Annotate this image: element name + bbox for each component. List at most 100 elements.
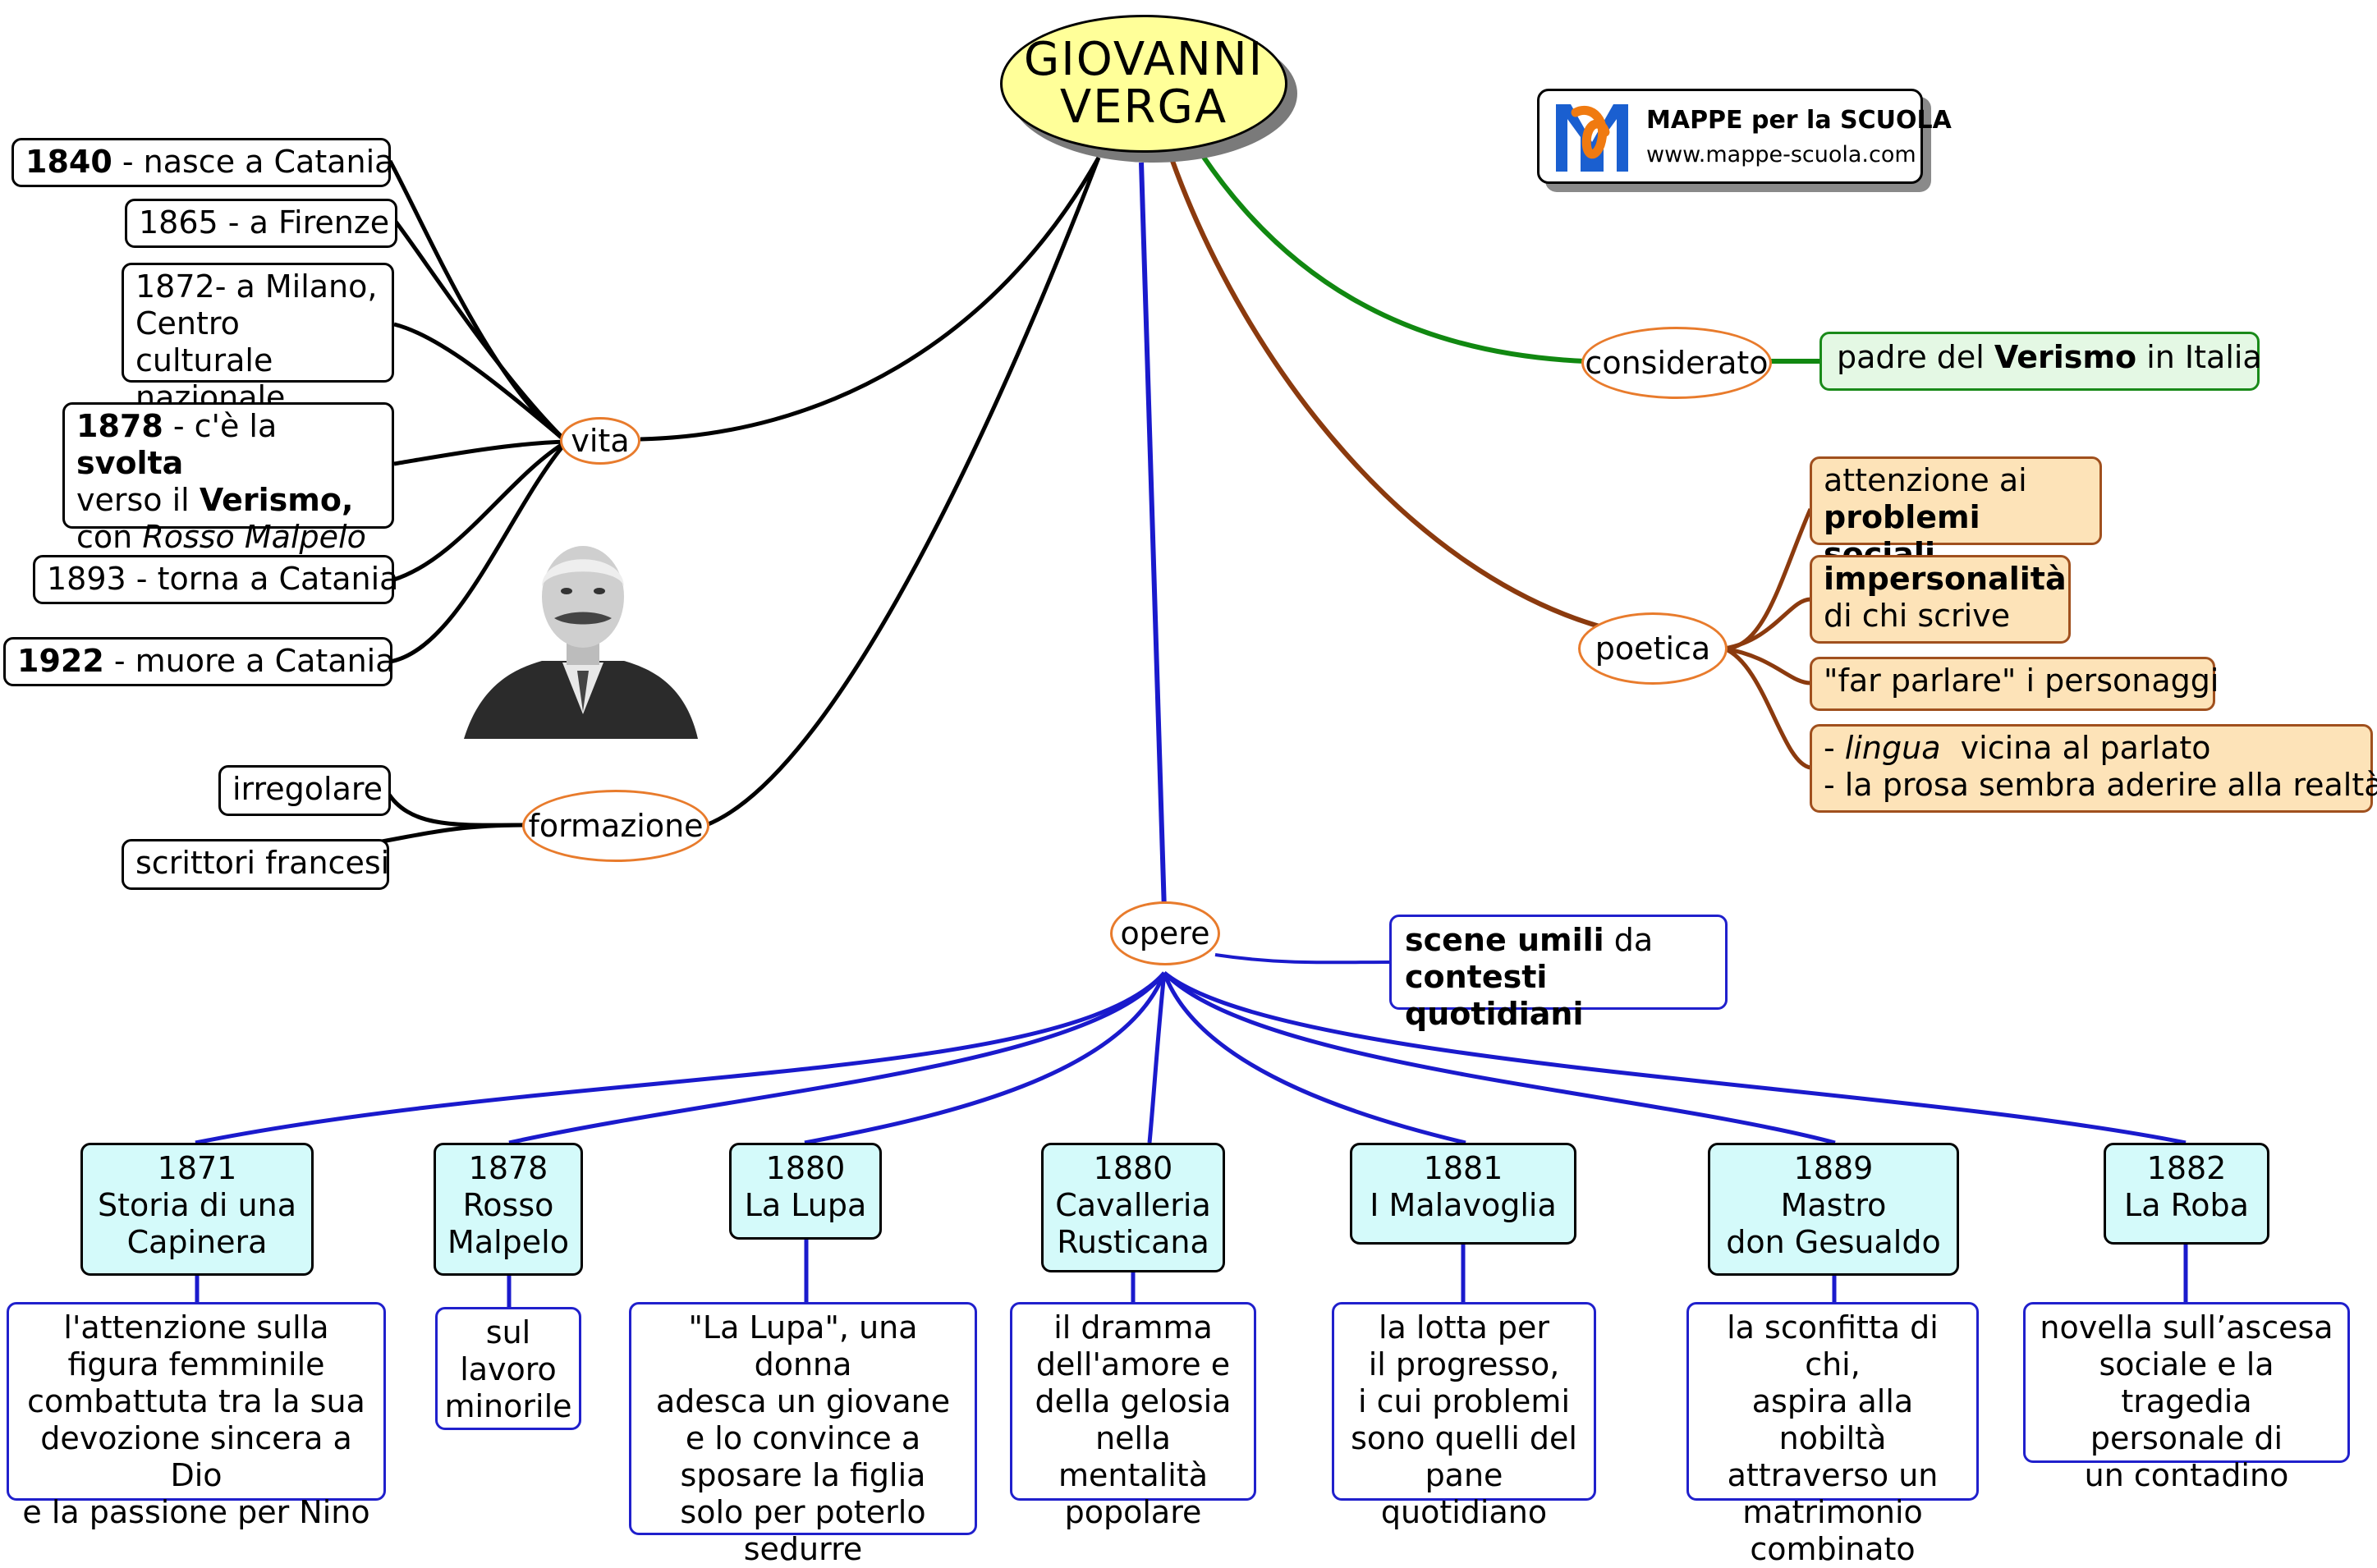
gesualdo-desc-line: matrimonio [1742, 1494, 1923, 1530]
roba-desc-line: novella sull’ascesa [2040, 1309, 2333, 1346]
capinera-desc-line: devozione sincera a Dio [40, 1420, 352, 1493]
capinera-desc-line: l'attenzione sulla [63, 1309, 329, 1346]
capinera-desc-line: e la passione per Nino [22, 1494, 370, 1530]
opera-malpelo-desc[interactable]: sul lavoro minorile [435, 1307, 581, 1430]
considerato-padre-verismo[interactable]: padre del Verismo in Italia [1819, 332, 2262, 391]
vita-1840[interactable]: 1840 - nasce a Catania [11, 138, 393, 187]
vita-1878[interactable]: 1878 - c'è la svolta verso il Verismo, c… [62, 402, 394, 555]
opera-cavalleria-rusticana[interactable]: 1880 Cavalleria Rusticana [1041, 1143, 1225, 1272]
roba-desc-line: sociale e la tragedia [2099, 1346, 2274, 1419]
opera-lupa-year: 1880 [765, 1150, 846, 1186]
opera-malavoglia-desc[interactable]: la lotta per il progresso, i cui problem… [1332, 1302, 1596, 1530]
edge-opere-capinera [195, 971, 1166, 1145]
opera-malavoglia-year: 1881 [1423, 1150, 1503, 1186]
opera-capinera[interactable]: 1871 Storia di una Capinera [80, 1143, 314, 1276]
vita-1878-verismo: Verismo, [199, 482, 354, 518]
opera-cavalleria-year: 1880 [1093, 1150, 1173, 1186]
vita-1872[interactable]: 1872- a Milano, Centro culturale naziona… [122, 263, 394, 415]
edge-central-considerato [1200, 154, 1585, 364]
opera-capinera-title1: Storia di una [97, 1187, 297, 1223]
gesualdo-desc-line: attraverso un [1727, 1457, 1939, 1493]
edge-opere-roba [1163, 971, 2187, 1145]
poetica-impersonalita[interactable]: impersonalità di chi scrive [1810, 555, 2071, 644]
edge-poetica-parlare [1723, 646, 1811, 685]
vita-1872-line2: Centro culturale [135, 305, 273, 378]
lupa-desc-line: adesca un giovane [655, 1383, 951, 1419]
opera-malpelo-title2: Malpelo [447, 1224, 569, 1260]
roba-desc-line: personale di [2090, 1420, 2283, 1456]
edge-poetica-lingua [1723, 646, 1811, 770]
edge-vita-1840 [388, 159, 568, 443]
malavoglia-desc-line: sono quelli del [1351, 1420, 1577, 1456]
poetica-problemi-sociali[interactable]: attenzione ai problemi sociali [1810, 456, 2102, 572]
formazione-scrittori-francesi[interactable]: scrittori francesi [122, 839, 389, 890]
opera-roba-title: La Roba [2124, 1187, 2249, 1223]
vita-1893[interactable]: 1893 - torna a Catania [33, 555, 398, 604]
malavoglia-desc-line: il progresso, [1368, 1346, 1560, 1382]
central-title-line2: VERGA [1059, 80, 1228, 134]
opera-la-lupa[interactable]: 1880 La Lupa [729, 1143, 882, 1240]
edge-vita-1893 [393, 439, 568, 582]
opera-capinera-year: 1871 [157, 1150, 237, 1186]
opera-gesualdo-year: 1889 [1793, 1150, 1874, 1186]
edge-central-opere [1139, 162, 1167, 912]
opera-i-malavoglia[interactable]: 1881 I Malavoglia [1350, 1143, 1576, 1245]
edge-central-formazione [705, 157, 1101, 828]
opera-rosso-malpelo[interactable]: 1878 Rosso Malpelo [434, 1143, 583, 1276]
central-node-giovanni-verga[interactable]: GIOVANNI VERGA [1000, 15, 1287, 153]
node-vita[interactable]: vita [560, 417, 640, 465]
poetica-problemi-line1: attenzione ai [1824, 462, 2027, 498]
node-poetica[interactable]: poetica [1578, 612, 1728, 685]
opera-lupa-title: La Lupa [744, 1187, 867, 1223]
opera-capinera-desc[interactable]: l'attenzione sulla figura femminile comb… [7, 1302, 386, 1530]
opera-cavalleria-title1: Cavalleria [1055, 1187, 1211, 1223]
malavoglia-desc-line: i cui problemi [1357, 1383, 1571, 1419]
opere-note-bold1: scene umili [1405, 922, 1604, 958]
vita-1865[interactable]: 1865 - a Firenze [125, 199, 397, 248]
poetica-impersonalita-line2: di chi scrive [1824, 598, 2011, 634]
edge-opere-gesualdo [1163, 971, 1836, 1145]
opere-note-text1: da [1604, 922, 1654, 958]
vita-1922[interactable]: 1922 - muore a Catania [3, 637, 395, 686]
cavalleria-desc-line: il dramma [1053, 1309, 1213, 1346]
poetica-far-parlare[interactable]: "far parlare" i personaggi [1810, 657, 2219, 711]
logo-url[interactable]: www.mappe-scuola.com [1646, 142, 1916, 167]
opera-capinera-title2: Capinera [126, 1224, 268, 1260]
poetica-lingua[interactable]: - lingua vicina al parlato - la prosa se… [1810, 724, 2377, 813]
logo-title: MAPPE per la SCUOLA [1646, 106, 1952, 135]
edge-poetica-impersonalita [1723, 597, 1811, 651]
opera-gesualdo-desc[interactable]: la sconfitta di chi, aspira alla nobiltà… [1686, 1302, 1979, 1567]
edge-opere-cavalleria [1147, 972, 1167, 1144]
cavalleria-desc-line: nella mentalità [1058, 1420, 1208, 1493]
vita-1878-text3: con [76, 519, 143, 555]
edge-opere-lupa [804, 972, 1167, 1145]
opera-la-roba[interactable]: 1882 La Roba [2104, 1143, 2269, 1245]
malpelo-desc-line: sul [485, 1314, 531, 1350]
node-opere[interactable]: opere [1110, 901, 1220, 965]
vita-1922-text: - muore a Catania [103, 643, 395, 679]
opera-lupa-desc[interactable]: "La Lupa", una donna adesca un giovane e… [629, 1302, 977, 1567]
mappe-logo-icon [1556, 104, 1628, 172]
formazione-irregolare[interactable]: irregolare [218, 765, 391, 816]
cavalleria-desc-line: dell'amore e [1035, 1346, 1231, 1382]
malpelo-desc-line: lavoro [460, 1351, 557, 1387]
poetica-impersonalita-line1: impersonalità [1824, 561, 2067, 597]
node-formazione[interactable]: formazione [522, 790, 709, 862]
edge-vita-1922 [389, 440, 568, 664]
opera-mastro-don-gesualdo[interactable]: 1889 Mastro don Gesualdo [1708, 1143, 1959, 1276]
considerato-verismo: Verismo [1994, 339, 2137, 375]
vita-1878-svolta: svolta [76, 445, 184, 481]
opera-roba-desc[interactable]: novella sull’ascesa sociale e la tragedi… [2023, 1302, 2350, 1493]
capinera-desc-line: combattuta tra la sua [27, 1383, 365, 1419]
vita-1878-text2: verso il [76, 482, 200, 518]
malpelo-desc-line: minorile [444, 1388, 572, 1424]
opera-cavalleria-desc[interactable]: il dramma dell'amore e della gelosia nel… [1010, 1302, 1256, 1530]
opere-note-scene-umili[interactable]: scene umili da contesti quotidiani [1389, 915, 1728, 1032]
lupa-desc-line: sposare la figlia [680, 1457, 926, 1493]
node-considerato[interactable]: considerato [1581, 327, 1772, 399]
edge-vita-1872 [393, 322, 568, 443]
mappe-scuola-logo[interactable]: MAPPE per la SCUOLA www.mappe-scuola.com [1537, 89, 1952, 184]
vita-1872-line1: 1872- a Milano, [135, 268, 378, 305]
malavoglia-desc-line: pane quotidiano [1380, 1457, 1548, 1530]
